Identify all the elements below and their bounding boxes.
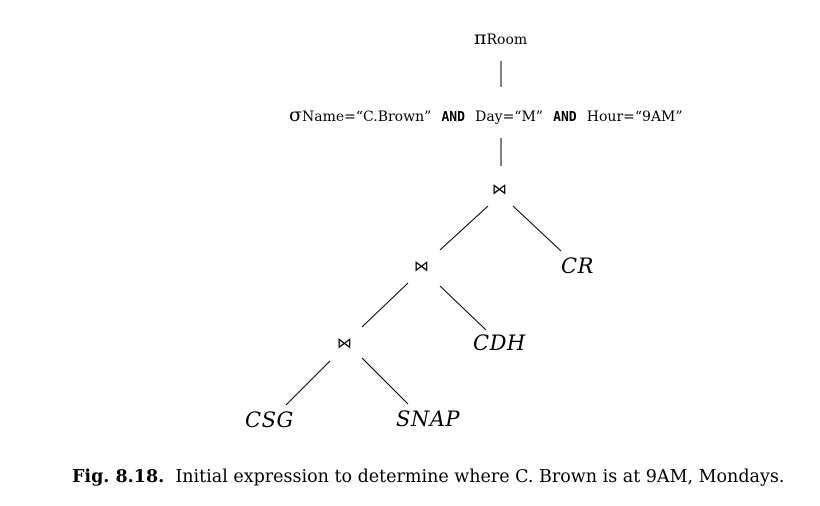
edge-join3-csg xyxy=(285,360,331,406)
relation-snap: SNAP xyxy=(396,407,461,431)
edge-join2-join3 xyxy=(361,282,409,328)
selection-node: σName=“C.Brown” AND Day=“M” AND Hour=“9A… xyxy=(289,106,683,125)
relation-csg: CSG xyxy=(245,408,294,432)
selection-condition-day: Day=“M” xyxy=(475,109,543,125)
join-node-bottom: ⋈ xyxy=(337,334,352,352)
selection-condition-hour: Hour=“9AM” xyxy=(586,109,683,125)
selection-symbol: σ xyxy=(289,104,302,126)
relation-cr: CR xyxy=(561,254,594,278)
figure-label: Fig. 8.18. xyxy=(72,467,165,487)
edge-join1-join2 xyxy=(439,205,489,251)
edge-join1-cr xyxy=(512,205,562,252)
projection-symbol: π xyxy=(474,27,487,49)
edge-join2-cdh xyxy=(439,285,487,331)
projection-node: πRoom xyxy=(474,29,527,48)
selection-condition-name: Name=“C.Brown” xyxy=(301,109,432,125)
figure-caption: Fig. 8.18. Initial expression to determi… xyxy=(72,467,784,487)
figure-caption-text: Initial expression to determine where C.… xyxy=(175,467,785,487)
projection-attribute: Room xyxy=(486,32,528,48)
join-node-top: ⋈ xyxy=(492,180,507,198)
relation-cdh: CDH xyxy=(473,331,526,355)
join-node-middle: ⋈ xyxy=(414,257,429,275)
selection-and-1: AND xyxy=(441,110,465,125)
selection-and-2: AND xyxy=(553,110,577,125)
edge-join3-snap xyxy=(361,357,409,405)
